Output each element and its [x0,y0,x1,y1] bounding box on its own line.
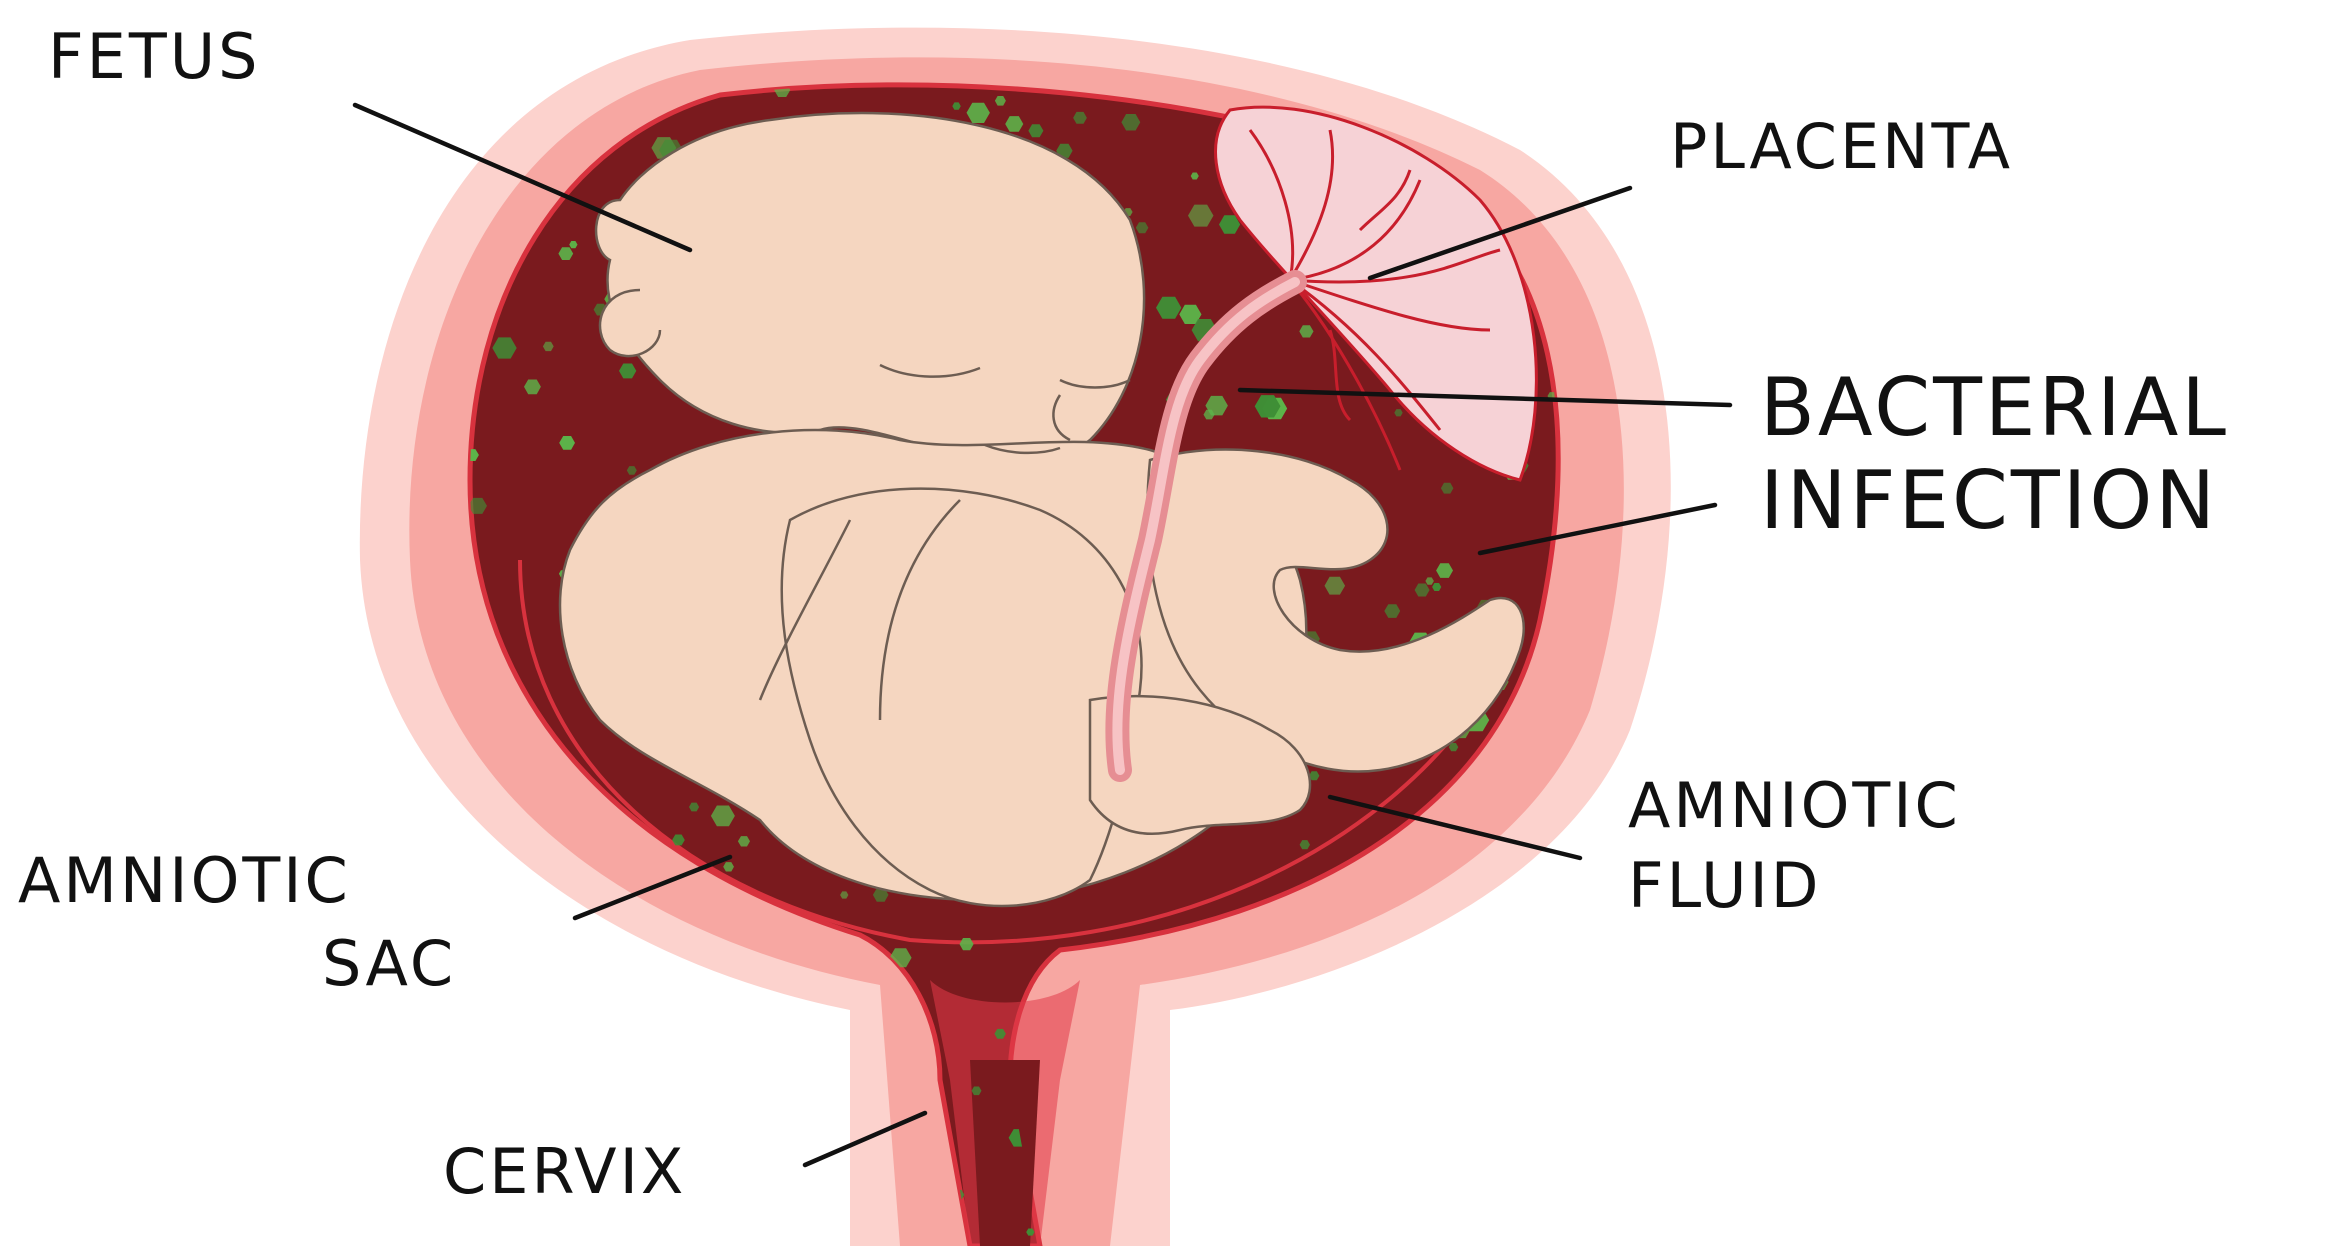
label-fetus: FETUS [48,20,260,93]
bacteria-dot-icon [686,969,706,986]
cervix-canal-inner [970,1060,1040,1246]
label-amniotic-fluid-2: FLUID [1628,849,1822,922]
bacteria-dot-icon [816,1144,828,1154]
bacteria-dot-icon [626,1210,636,1218]
bacteria-dot-icon [1422,1036,1437,1049]
bacteria-dot-icon [1394,1108,1417,1128]
bacteria-dot-icon [789,1179,808,1195]
bacteria-dot-icon [781,1179,803,1198]
label-cervix: CERVIX [443,1135,686,1208]
bacteria-dot-icon [1196,1148,1206,1156]
bacteria-dot-icon [1520,1003,1545,1024]
label-amniotic-fluid-1: AMNIOTIC [1628,769,1961,842]
bacteria-dot-icon [707,983,728,1001]
bacteria-dot-icon [717,1045,728,1055]
bacteria-dot-icon [1209,1159,1220,1169]
bacteria-dot-icon [665,1055,678,1066]
bacteria-dot-icon [761,1194,777,1208]
bacteria-dot-icon [1173,1172,1183,1180]
bacteria-dot-icon [529,940,545,954]
bacteria-dot-icon [617,953,631,965]
bacteria-dot-icon [1313,1201,1332,1218]
bacteria-dot-icon [1564,103,1572,110]
bacteria-dot-icon [1240,1194,1259,1210]
bacteria-dot-icon [1411,1018,1421,1026]
label-infection: INFECTION [1760,454,2218,547]
bacteria-dot-icon [513,969,530,984]
label-bacterial: BACTERIAL [1760,361,2229,454]
bacteria-dot-icon [1462,1012,1471,1020]
bacteria-dot-icon [828,1158,843,1171]
bacteria-dot-icon [1524,1151,1547,1171]
bacteria-dot-icon [740,988,753,999]
bacteria-dot-icon [1490,966,1505,979]
bacteria-dot-icon [596,997,620,1018]
bacteria-dot-icon [567,980,592,1001]
bacteria-dot-icon [1542,92,1552,101]
bacteria-dot-icon [733,1016,743,1025]
bacteria-dot-icon [1394,950,1412,966]
label-amniotic-sac-2: SAC [322,927,456,1000]
bacteria-dot-icon [1525,92,1541,105]
bacteria-dot-icon [1320,1149,1330,1157]
label-placenta: PLACENTA [1670,110,2013,183]
bacteria-dot-icon [1503,1011,1518,1024]
label-amniotic-sac-1: AMNIOTIC [18,844,351,917]
bacteria-dot-icon [1544,942,1569,963]
bacteria-dot-icon [1331,1232,1341,1241]
bacteria-dot-icon [1243,1153,1260,1168]
